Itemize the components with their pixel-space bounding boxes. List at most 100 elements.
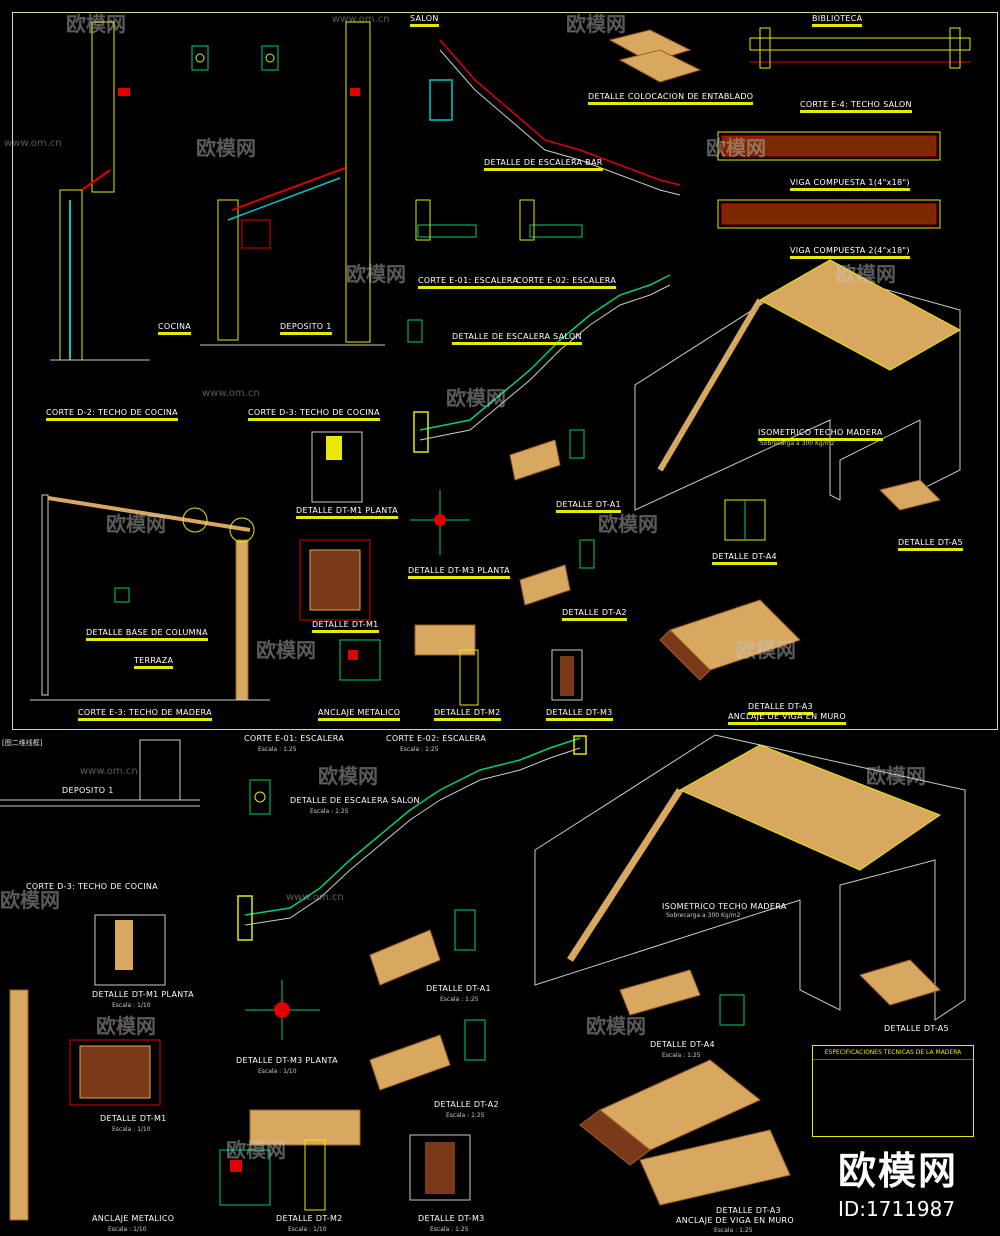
entablado-drawing bbox=[608, 29, 702, 83]
label-entablado: DETALLE COLOCACION DE ENTABLADO bbox=[588, 92, 754, 105]
detail-anclaje-metalico bbox=[339, 639, 381, 681]
bottom-label-dt-m3-planta: DETALLE DT-M3 PLANTA bbox=[236, 1056, 338, 1065]
label-corte-d2: CORTE D-2: TECHO DE COCINA bbox=[46, 408, 178, 421]
bottom-label-dt-m1: DETALLE DT-M1 bbox=[100, 1114, 167, 1123]
label-deposito: DEPOSITO 1 bbox=[280, 322, 332, 335]
watermark-url: www.om.cn bbox=[332, 14, 390, 25]
bottom-label-anclaje-metalico: ANCLAJE METALICO bbox=[92, 1214, 175, 1223]
detail-dt-a3 bbox=[659, 599, 801, 681]
bottom-escala-dt-m3-planta: Escala : 1/10 bbox=[258, 1068, 297, 1075]
label-dt-a3: DETALLE DT-A3 bbox=[748, 702, 813, 715]
isometric-structure-top bbox=[634, 259, 962, 511]
corte-e3-drawing bbox=[30, 494, 270, 701]
stair-bar-drawing bbox=[429, 39, 681, 196]
frame-tag: [图二维线框] bbox=[2, 739, 43, 747]
label-dt-a4: DETALLE DT-A4 bbox=[712, 552, 777, 565]
bottom-detail-dt-a5 bbox=[859, 959, 941, 1006]
watermark-brand: 欧模网 bbox=[256, 638, 316, 662]
detail-dt-a4 bbox=[724, 499, 766, 541]
bottom-escala-anclaje-viga: Escala : 1:25 bbox=[714, 1227, 753, 1234]
corte-e02-drawing bbox=[519, 199, 583, 241]
stair-salon-drawing bbox=[413, 274, 671, 453]
brand-stamp-name: 欧模网 bbox=[838, 1149, 959, 1193]
brand-stamp: 欧模网 ID:1711987 bbox=[838, 1140, 958, 1221]
detail-dt-m3 bbox=[551, 649, 583, 701]
bottom-label-dt-a3: DETALLE DT-A3 bbox=[716, 1206, 781, 1215]
brand-stamp-id: ID:1711987 bbox=[838, 1197, 956, 1221]
detail-dt-m1 bbox=[299, 539, 371, 621]
label-viga-comp-1: VIGA COMPUESTA 1(4"x18") bbox=[790, 178, 910, 191]
label-isometrico: ISOMETRICO TECHO MADERA bbox=[758, 428, 883, 441]
label-base-columna: DETALLE BASE DE COLUMNA bbox=[86, 628, 208, 641]
bottom-label-dt-a5: DETALLE DT-A5 bbox=[884, 1024, 949, 1033]
watermark-brand: 欧模网 bbox=[96, 1014, 156, 1038]
watermark-url: www.om.cn bbox=[80, 766, 138, 777]
bottom-escala-dt-a1: Escala : 1:25 bbox=[440, 996, 479, 1003]
watermark-brand: 欧模网 bbox=[706, 136, 766, 160]
watermark-brand: 欧模网 bbox=[106, 512, 166, 536]
bottom-label-dt-m3: DETALLE DT-M3 bbox=[418, 1214, 485, 1223]
label-salon: SALON bbox=[410, 14, 439, 27]
label-dt-m2: DETALLE DT-M2 bbox=[434, 708, 501, 721]
specifications-table: ESPECIFICACIONES TECNICAS DE LA MADERA bbox=[812, 1045, 974, 1137]
bottom-label-dt-m2: DETALLE DT-M2 bbox=[276, 1214, 343, 1223]
label-dt-a2: DETALLE DT-A2 bbox=[562, 608, 627, 621]
viga-compuesta-2 bbox=[717, 199, 941, 229]
column-sections bbox=[191, 45, 423, 343]
watermark-brand: 欧模网 bbox=[866, 764, 926, 788]
bottom-escala-e02: Escala : 1:25 bbox=[400, 746, 439, 753]
detail-dt-a5 bbox=[879, 479, 941, 511]
bottom-label-dt-a2: DETALLE DT-A2 bbox=[434, 1100, 499, 1109]
bottom-detail-dt-m2 bbox=[249, 1109, 361, 1211]
bottom-detail-dt-m3-planta bbox=[245, 980, 320, 1040]
watermark-url: www.om.cn bbox=[286, 892, 344, 903]
label-dt-a1: DETALLE DT-A1 bbox=[556, 500, 621, 513]
detail-dt-a1 bbox=[509, 429, 585, 481]
label-anclaje-viga: ANCLAJE DE VIGA EN MURO bbox=[728, 712, 847, 725]
watermark-brand: 欧模网 bbox=[598, 512, 658, 536]
label-corte-e4: CORTE E-4: TECHO SALON bbox=[800, 100, 912, 113]
bottom-escala-escalera: Escala : 1:25 bbox=[310, 808, 349, 815]
watermark-brand: 欧模网 bbox=[66, 12, 126, 36]
corte-e4-drawing bbox=[749, 27, 971, 69]
label-corte-e3: CORTE E-3: TECHO DE MADERA bbox=[78, 708, 212, 721]
bottom-wall-section bbox=[0, 739, 200, 807]
viga-compuesta-1 bbox=[717, 131, 941, 161]
detail-dt-m2 bbox=[414, 624, 479, 706]
corte-d2-drawing bbox=[50, 21, 150, 361]
bottom-escala-dt-m2: Escala : 1/10 bbox=[288, 1226, 327, 1233]
bottom-escala-anclaje: Escala : 1/10 bbox=[108, 1226, 147, 1233]
watermark-brand: 欧模网 bbox=[446, 386, 506, 410]
bottom-stair-drawing bbox=[237, 735, 587, 941]
detail-dt-a2 bbox=[519, 539, 595, 606]
bottom-isometric-structure bbox=[534, 734, 966, 1021]
label-dt-m1-planta: DETALLE DT-M1 PLANTA bbox=[296, 506, 398, 519]
watermark-brand: 欧模网 bbox=[586, 1014, 646, 1038]
label-escalera-salon: DETALLE DE ESCALERA SALON bbox=[452, 332, 582, 345]
bottom-detail-dt-a3 bbox=[579, 1059, 791, 1206]
bottom-detail-anclaje-metalico bbox=[219, 1149, 271, 1206]
watermark-brand: 欧模网 bbox=[836, 262, 896, 286]
watermark-url: www.om.cn bbox=[202, 388, 260, 399]
bottom-detail-dt-a4 bbox=[619, 969, 745, 1026]
watermark-url: www.om.cn bbox=[4, 138, 62, 149]
label-cocina: COCINA bbox=[158, 322, 192, 335]
label-dt-a5: DETALLE DT-A5 bbox=[898, 538, 963, 551]
bottom-escala-dt-m1-planta: Escala : 1/10 bbox=[112, 1002, 151, 1009]
bottom-escala-dt-a4: Escala : 1:25 bbox=[662, 1052, 701, 1059]
bottom-label-deposito: DEPOSITO 1 bbox=[62, 786, 114, 795]
bottom-column-section bbox=[249, 779, 271, 815]
watermark-brand: 欧模网 bbox=[566, 12, 626, 36]
watermark-brand: 欧模网 bbox=[0, 888, 60, 912]
label-corte-d3: CORTE D-3: TECHO DE COCINA bbox=[248, 408, 380, 421]
bottom-detail-dt-a1 bbox=[369, 909, 476, 986]
label-anclaje-metalico: ANCLAJE METALICO bbox=[318, 708, 401, 721]
label-terraza: TERRAZA bbox=[134, 656, 174, 669]
watermark-brand: 欧模网 bbox=[318, 764, 378, 788]
bottom-escala-dt-m3: Escala : 1:25 bbox=[430, 1226, 469, 1233]
label-corte-e02: CORTE E-02: ESCALERA bbox=[516, 276, 617, 289]
label-dt-m3: DETALLE DT-M3 bbox=[546, 708, 613, 721]
bottom-label-escalera-salon: DETALLE DE ESCALERA SALON bbox=[290, 796, 420, 805]
corte-e01-drawing bbox=[415, 199, 477, 241]
